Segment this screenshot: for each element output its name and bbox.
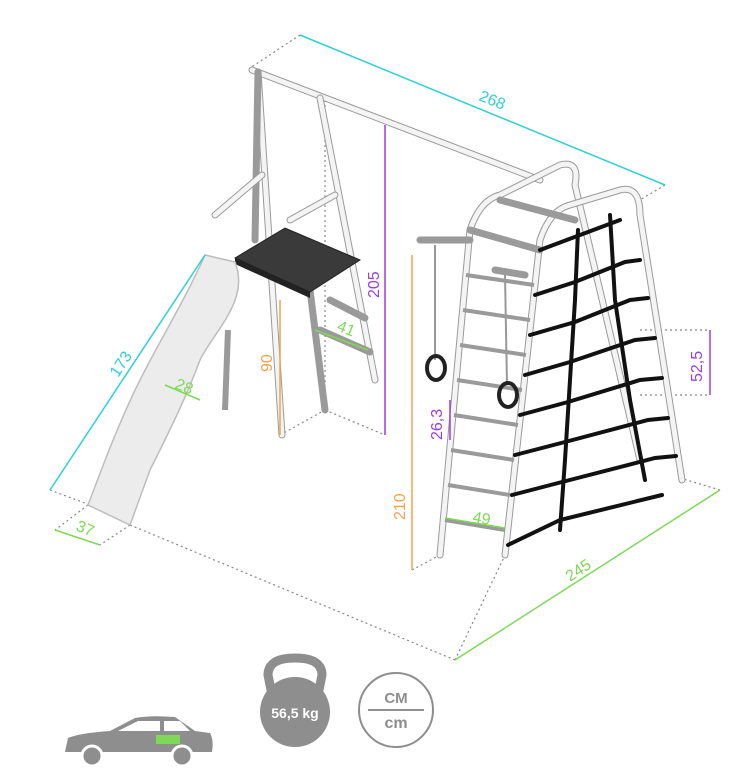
dimension-slide-width: 28 (164, 376, 201, 401)
dimension-label: 49 (471, 509, 492, 529)
dimension-label: 26,3 (429, 409, 446, 440)
dimension-label: 41 (335, 318, 358, 340)
dimension-label: 205 (366, 271, 383, 298)
units-icon: CM cm (358, 672, 434, 748)
units-bottom-label: cm (384, 715, 407, 732)
weight-label: 56,5 kg (271, 705, 318, 721)
dimension-total-height: 205 (366, 125, 386, 435)
dimension-label: 173 (107, 348, 136, 380)
dimension-net-frame-height: 210 (392, 255, 413, 570)
dimension-bar-spacing: 52,5 (689, 330, 711, 395)
slide (87, 254, 240, 527)
dimension-label: 210 (392, 493, 409, 520)
swing-frame (211, 66, 544, 439)
dimension-label: 245 (563, 557, 595, 586)
dimension-platform-height: 90 (259, 300, 281, 435)
net-frame (416, 160, 686, 559)
units-top-label: CM (384, 690, 407, 707)
dimension-slide-end-width: 37 (54, 518, 101, 546)
dimension-net-ladder-width: 49 (444, 509, 506, 529)
gymnastic-rings (425, 245, 519, 409)
dimension-label: 52,5 (689, 351, 706, 382)
platform (233, 227, 362, 293)
car-transport-icon (65, 716, 213, 768)
climbing-net (506, 213, 678, 547)
kettlebell-weight-icon: 56,5 kg (260, 653, 330, 747)
dimension-label: 90 (259, 354, 276, 372)
dimension-label: 28 (173, 376, 196, 398)
dimension-ladder-width: 41 (314, 318, 369, 351)
dimension-label: 37 (74, 518, 97, 540)
dimension-base-length: 245 (454, 489, 721, 661)
dimension-ring-height: 26,3 (429, 400, 451, 440)
